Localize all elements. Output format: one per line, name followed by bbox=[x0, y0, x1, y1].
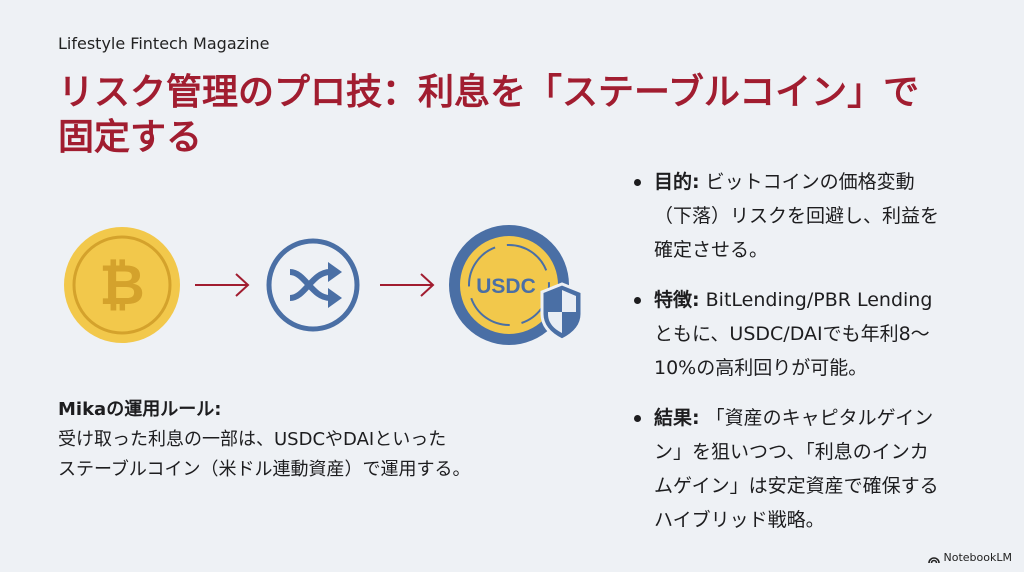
usdc-label: USDC bbox=[476, 275, 536, 298]
svg-text:₿: ₿ bbox=[99, 253, 145, 318]
shuffle-icon bbox=[266, 238, 360, 332]
arrow-right-icon bbox=[195, 273, 250, 297]
arrow-right-icon bbox=[380, 273, 435, 297]
rule-heading: Mikaの運用ルール: bbox=[58, 399, 222, 420]
bullet-dot-icon bbox=[634, 297, 641, 304]
flow-diagram: ₿ USDC bbox=[64, 225, 584, 345]
bullet-dot-icon bbox=[634, 415, 641, 422]
bullet-text: ムゲイン」は安定資産で確保する bbox=[654, 475, 939, 497]
bullet-feature: 特徴: BitLending/PBR Lending ともに、USDC/DAIで… bbox=[632, 283, 992, 385]
brand-label: NotebookLM bbox=[943, 551, 1012, 564]
rule-line: 受け取った利息の一部は、USDCやDAIといった bbox=[58, 429, 447, 450]
bullet-text: ハイブリッド戦略。 bbox=[654, 509, 825, 531]
page-title: リスク管理のプロ技：利息を「ステーブルコイン」で 固定する bbox=[58, 70, 978, 160]
bullet-text: ビットコインの価格変動 bbox=[699, 171, 915, 193]
notebooklm-brand: NotebookLM bbox=[927, 551, 1012, 564]
bullet-text: （下落）リスクを回避し、利益を bbox=[654, 205, 940, 227]
bullet-text: ン」を狙いつつ、「利息のインカ bbox=[654, 441, 929, 463]
bitcoin-icon: ₿ bbox=[64, 227, 180, 343]
bullet-result: 結果: 「資産のキャピタルゲイン ン」を狙いつつ、「利息のインカ ムゲイン」は安… bbox=[632, 401, 992, 537]
bullet-text: 確定させる。 bbox=[654, 239, 769, 261]
operating-rule: Mikaの運用ルール: 受け取った利息の一部は、USDCやDAIといった ステー… bbox=[58, 395, 471, 485]
bullet-purpose: 目的: ビットコインの価格変動 （下落）リスクを回避し、利益を 確定させる。 bbox=[632, 165, 992, 267]
bullet-dot-icon bbox=[634, 179, 641, 186]
bullet-text: 10%の高利回りが可能。 bbox=[654, 357, 868, 379]
magazine-name: Lifestyle Fintech Magazine bbox=[58, 34, 270, 53]
bullet-label: 結果: bbox=[654, 407, 700, 429]
bullet-text: BitLending/PBR Lending bbox=[699, 289, 933, 311]
title-line: リスク管理のプロ技：利息を「ステーブルコイン」で bbox=[58, 72, 920, 113]
rule-line: ステーブルコイン（米ドル連動資産）で運用する。 bbox=[58, 459, 471, 480]
usdc-coin-icon: USDC bbox=[449, 225, 569, 345]
bullet-label: 目的: bbox=[654, 171, 700, 193]
bullet-text: 「資産のキャピタルゲイン bbox=[699, 407, 934, 429]
bullet-text: ともに、USDC/DAIでも年利8〜 bbox=[654, 323, 930, 345]
shield-icon bbox=[540, 282, 584, 342]
bullet-list: 目的: ビットコインの価格変動 （下落）リスクを回避し、利益を 確定させる。 特… bbox=[632, 165, 992, 553]
bullet-label: 特徴: bbox=[654, 289, 700, 311]
title-line: 固定する bbox=[58, 117, 203, 158]
notebooklm-logo-icon bbox=[927, 556, 940, 563]
